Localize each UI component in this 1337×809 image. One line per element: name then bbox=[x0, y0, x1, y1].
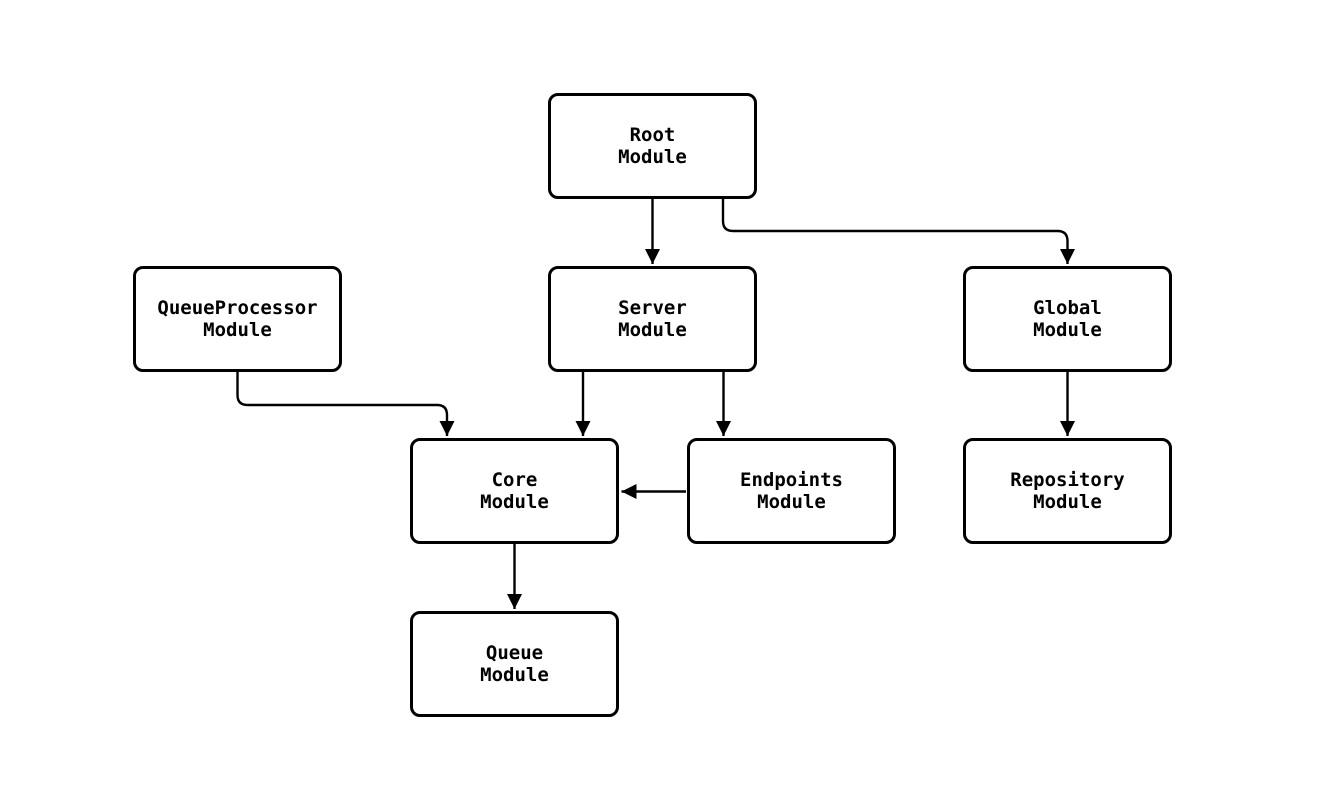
node-label-line: Repository bbox=[1010, 469, 1125, 491]
node-label-line: Module bbox=[1033, 319, 1102, 341]
node-label-line: Module bbox=[757, 491, 826, 513]
node-label-line: Module bbox=[618, 146, 687, 168]
node-label-line: Module bbox=[480, 491, 549, 513]
node-label-line: Global bbox=[1033, 297, 1102, 319]
node-label-line: Queue bbox=[485, 642, 544, 664]
node-label-line: Core bbox=[491, 469, 538, 491]
node-label-line: Root bbox=[629, 124, 676, 146]
node-label-line: QueueProcessor bbox=[157, 297, 318, 319]
node-label-line: Module bbox=[480, 664, 549, 686]
edge-root-to-global bbox=[721, 197, 1075, 264]
node-label-line: Module bbox=[618, 319, 687, 341]
node-label-line: Endpoints bbox=[740, 469, 843, 491]
node-label-line: Module bbox=[1033, 491, 1102, 513]
node-label-line: Server bbox=[618, 297, 687, 319]
edge-queueProcessor-to-core bbox=[236, 371, 455, 436]
node-label-line: Module bbox=[203, 319, 272, 341]
